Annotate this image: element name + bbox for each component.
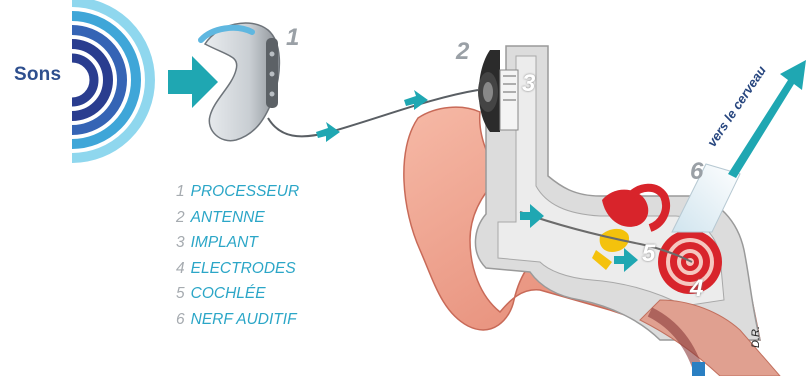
legend-item: 5COCHLÉE	[176, 281, 299, 307]
brain-arrow	[728, 60, 806, 178]
label-1: 1	[286, 24, 299, 52]
legend-item: 2ANTENNE	[176, 205, 299, 231]
components-legend: 1PROCESSEUR 2ANTENNE 3IMPLANT 4ELECTRODE…	[176, 179, 299, 332]
label-3: 3	[522, 70, 535, 98]
cable-arrow-1	[316, 122, 340, 142]
sounds-label: Sons	[14, 64, 61, 86]
label-5: 5	[642, 240, 655, 268]
label-2: 2	[456, 38, 469, 66]
legend-item: 6NERF AUDITIF	[176, 307, 299, 333]
sound-waves	[72, 2, 150, 158]
legend-item: 1PROCESSEUR	[176, 179, 299, 205]
input-arrow	[168, 56, 218, 108]
legend-item: 4ELECTRODES	[176, 256, 299, 282]
ear-anatomy	[404, 46, 780, 376]
corner-square	[692, 362, 705, 376]
label-6: 6	[690, 158, 703, 186]
photo-credit: D.R.	[750, 326, 762, 348]
label-4: 4	[690, 275, 703, 303]
legend-item: 3IMPLANT	[176, 230, 299, 256]
